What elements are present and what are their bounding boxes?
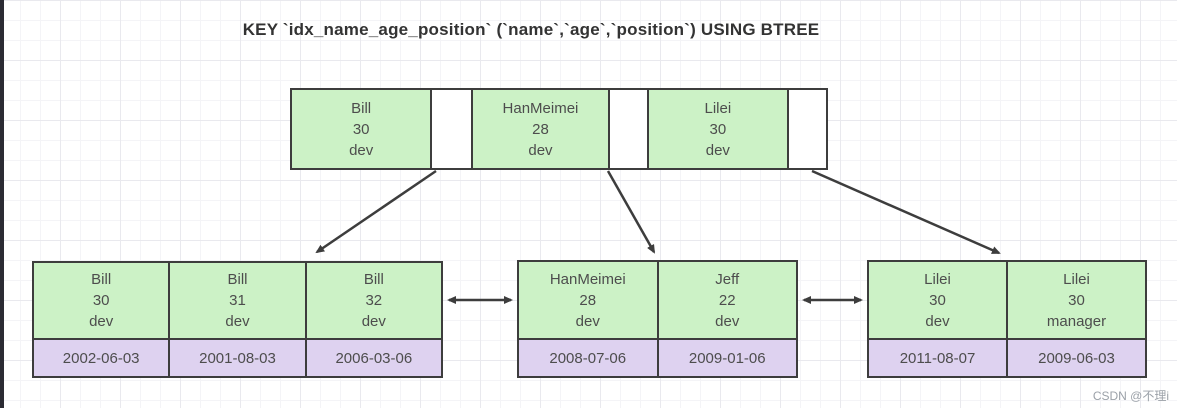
btree-leaf-node-2: HanMeimei 28 dev 2008-07-06 Jeff 22 dev …: [517, 260, 798, 378]
entry-name: Lilei: [704, 99, 732, 117]
root-entry-lilei: Lilei 30 dev: [648, 90, 789, 168]
leaf-date-cell: 2011-08-07: [869, 338, 1006, 376]
arrow-root-to-leaf2: [606, 170, 656, 254]
csdn-watermark: CSDN @不理i: [1092, 389, 1169, 403]
leaf-date-cell: 2009-01-06: [658, 338, 796, 376]
arrow-root-to-leaf1: [315, 169, 437, 254]
leaf-date-cell: 2001-08-03: [170, 338, 305, 376]
entry-age: 30: [92, 292, 110, 309]
entry-name: Bill: [91, 271, 112, 288]
leaf-entry: Bill 30 dev 2002-06-03: [34, 263, 171, 376]
entry-age: 30: [352, 120, 370, 138]
entry-name: Lilei: [924, 270, 951, 288]
child-pointer-cell: [432, 90, 474, 168]
leaf-key-cell: Lilei 30 manager: [1008, 262, 1145, 338]
entry-position: dev: [715, 312, 740, 330]
leaf-date-cell: 2008-07-06: [519, 338, 657, 376]
entry-name: HanMeimei: [502, 99, 579, 117]
leaf-entry: Bill 32 dev 2006-03-06: [306, 263, 441, 376]
entry-position: dev: [705, 141, 730, 159]
leaf-key-cell: Lilei 30 dev: [869, 262, 1006, 338]
entry-name: Bill: [363, 271, 384, 288]
entry-age: 32: [365, 292, 383, 309]
entry-position: dev: [925, 312, 950, 330]
entry-age: 30: [929, 291, 946, 309]
entry-position: dev: [528, 141, 553, 159]
entry-age: 28: [579, 291, 597, 309]
leaf-entry: Lilei 30 manager 2009-06-03: [1008, 262, 1145, 376]
child-pointer-cell: [609, 90, 649, 168]
btree-leaf-node-1: Bill 30 dev 2002-06-03 Bill 31 dev 2001-…: [32, 261, 443, 378]
leaf-entry: HanMeimei 28 dev 2008-07-06: [519, 262, 659, 376]
entry-position: manager: [1046, 312, 1107, 330]
root-entry-bill: Bill 30 dev: [292, 90, 433, 168]
entry-name: HanMeimei: [549, 270, 626, 288]
entry-position: dev: [361, 313, 386, 330]
root-entry-hanmeimei: HanMeimei 28 dev: [473, 90, 610, 168]
btree-root-node: Bill 30 dev HanMeimei 28 dev Lilei 30 de…: [290, 88, 828, 170]
leaf-entry: Bill 31 dev 2001-08-03: [170, 263, 307, 376]
entry-age: 30: [1068, 291, 1085, 309]
child-pointer-cell: [789, 90, 827, 168]
btree-leaf-node-3: Lilei 30 dev 2011-08-07 Lilei 30 manager…: [867, 260, 1147, 378]
entry-age: 30: [709, 120, 727, 138]
leaf-key-cell: Bill 31 dev: [170, 263, 305, 338]
left-edge-strip: [0, 0, 4, 408]
leaf-key-cell: Bill 30 dev: [34, 263, 169, 338]
entry-position: dev: [225, 313, 250, 330]
leaf-date-cell: 2006-03-06: [306, 338, 441, 376]
entry-position: dev: [89, 313, 114, 330]
entry-name: Lilei: [1063, 270, 1090, 288]
diagram-title: KEY `idx_name_age_position` (`name`,`age…: [242, 20, 820, 39]
leaf-date-cell: 2009-06-03: [1008, 338, 1145, 376]
entry-age: 22: [718, 291, 736, 309]
leaf-key-cell: HanMeimei 28 dev: [519, 262, 657, 338]
entry-name: Bill: [351, 99, 372, 117]
entry-name: Bill: [227, 271, 248, 288]
arrow-root-to-leaf3: [811, 169, 1001, 255]
leaf-key-cell: Bill 32 dev: [306, 263, 441, 338]
entry-age: 28: [532, 120, 549, 138]
entry-position: dev: [349, 141, 374, 159]
leaf-entry: Lilei 30 dev 2011-08-07: [869, 262, 1008, 376]
leaf-key-cell: Jeff 22 dev: [658, 262, 796, 338]
entry-name: Jeff: [715, 270, 740, 288]
entry-position: dev: [575, 312, 600, 330]
entry-age: 31: [229, 292, 246, 309]
leaf-date-cell: 2002-06-03: [34, 338, 169, 376]
leaf-entry: Jeff 22 dev 2009-01-06: [658, 262, 796, 376]
